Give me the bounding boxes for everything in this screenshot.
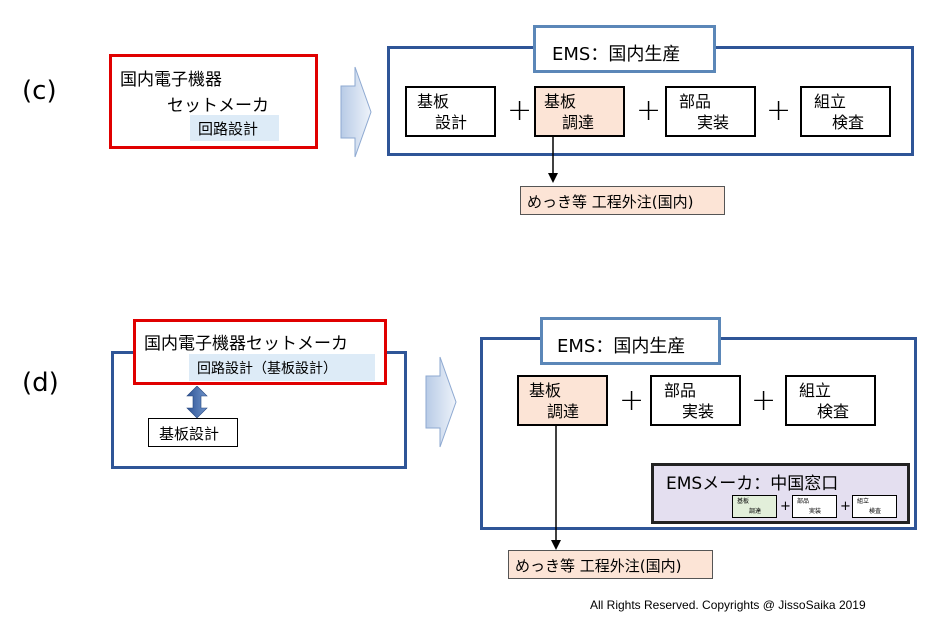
copyright: All Rights Reserved. Copyrights @ JissoS… [590,598,866,612]
d-plus-1: + [619,383,645,418]
d-step-board-procure: 基板 調達 [517,375,608,426]
d-plus-2: + [751,383,777,418]
d-china-title: EMSメーカ：中国窓口 [666,474,839,494]
d-china-step-assembly: 組立 検査 [852,495,897,518]
d-maker-title: 国内電子機器セットメーカ [144,334,348,354]
c-maker-box: 国内電子機器 セットメーカ 回路設計 [109,54,318,149]
d-step-assembly: 組立 検査 [785,375,876,426]
d-china-step-mounting: 部品 実装 [792,495,837,518]
c-step-board-procure: 基板 調達 [534,86,625,137]
c-circuit-design: 回路設計 [190,115,279,141]
d-outsource-box: めっき等 工程外注(国内) [508,550,713,579]
d-bidirectional-arrow [186,386,208,418]
d-china-box: EMSメーカ：中国窓口 基板 調達 + 部品 実装 + 組立 検査 [651,463,910,524]
c-maker-line1: 国内電子機器 [120,70,222,90]
d-circuit-design: 回路設計（基板設計） [189,354,375,381]
c-step-board-design: 基板 設計 [405,86,496,137]
c-down-arrow [548,137,558,183]
d-down-arrow [551,426,561,550]
c-ems-title: EMS：国内生産 [552,44,681,65]
d-china-plus-1: + [780,499,791,514]
c-outsource-box: めっき等 工程外注(国内) [520,186,725,215]
label-d: (d) [22,368,59,398]
d-ems-title: EMS：国内生産 [557,336,686,357]
d-board-design: 基板設計 [148,418,238,447]
c-maker-line2: セットメーカ [167,96,269,116]
c-plus-3: + [766,93,792,128]
c-step-assembly: 組立 検査 [800,86,891,137]
c-ems-title-box: EMS：国内生産 [533,25,716,73]
c-flow-arrow [340,66,372,158]
c-plus-1: + [507,93,533,128]
d-flow-arrow [425,356,457,448]
d-maker-box: 国内電子機器セットメーカ 回路設計（基板設計） [133,319,387,385]
c-step-mounting: 部品 実装 [665,86,756,137]
c-plus-2: + [636,93,662,128]
d-ems-title-box: EMS：国内生産 [540,317,721,365]
d-china-step-procure: 基板 調達 [732,495,777,518]
d-step-mounting: 部品 実装 [650,375,741,426]
label-c: (c) [22,76,57,106]
d-china-plus-2: + [840,499,851,514]
